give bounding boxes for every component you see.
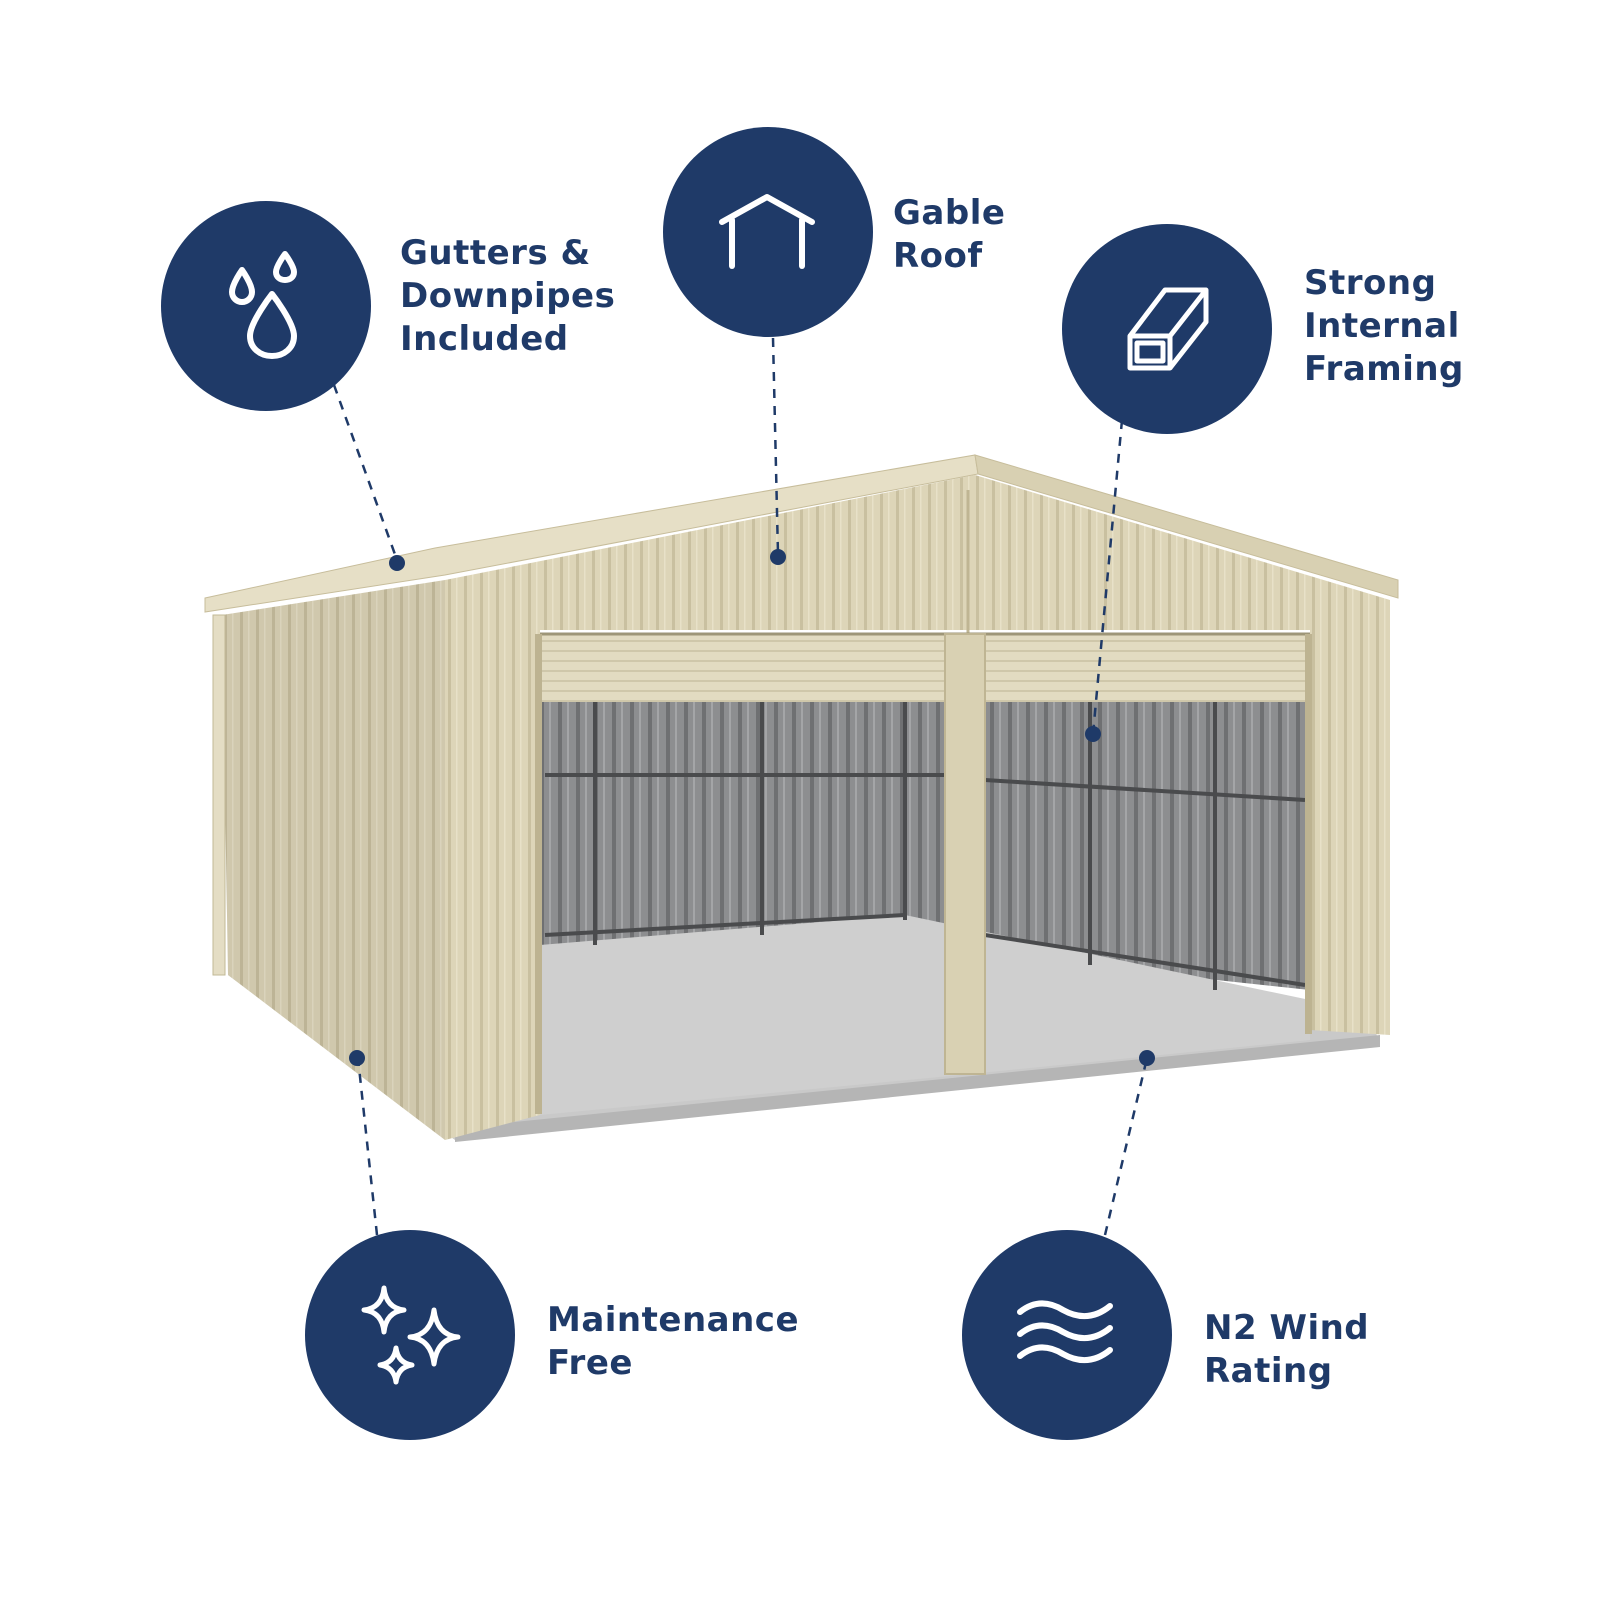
anchor-dot-gutters [389,555,405,571]
connector-gable-roof [771,337,780,556]
anchor-dot-maintenance [349,1050,365,1066]
side-wall [222,580,445,1140]
house-outline-icon [719,194,815,269]
roller-door-left [540,634,945,702]
feature-badge-maintenance [305,1230,515,1440]
feature-badge-gutters [161,201,371,411]
feature-label-gutters: Gutters & Downpipes Included [400,233,616,359]
roller-door-right [985,634,1310,702]
connector-wind [1103,1057,1149,1236]
feature-label-wind: N2 Wind Rating [1204,1308,1370,1391]
feature-badge-framing [1062,224,1272,434]
anchor-dot-gable-roof [770,549,786,565]
interior-back-wall [540,700,1310,990]
interior-floor [540,915,1310,1115]
connector-maintenance [356,1057,379,1236]
wind-waves-icon [1017,1300,1113,1363]
feature-label-gable-roof: Gable Roof [893,193,1006,276]
anchor-dot-framing [1085,726,1101,742]
anchor-dot-wind [1139,1050,1155,1066]
feature-label-maintenance: Maintenance Free [547,1300,800,1383]
roof-barge-right [974,454,1399,599]
callout-anchor-dots [349,549,1155,1066]
downpipe [212,614,226,976]
connector-gutters [332,384,399,561]
steel-beam-icon [1127,287,1209,371]
garage-shed-illustration [204,454,1399,1142]
sparkles-icon [361,1285,461,1385]
interior-framing [544,702,1306,990]
center-post [944,633,986,1075]
feature-badge-wind [962,1230,1172,1440]
side-wall-shade [222,580,445,1140]
feature-label-framing: Strong Internal Framing [1304,263,1464,389]
callout-connectors [332,337,1149,1236]
water-drops-icon [229,251,297,359]
connector-framing [1091,419,1124,735]
feature-badge-gable-roof [663,127,873,337]
